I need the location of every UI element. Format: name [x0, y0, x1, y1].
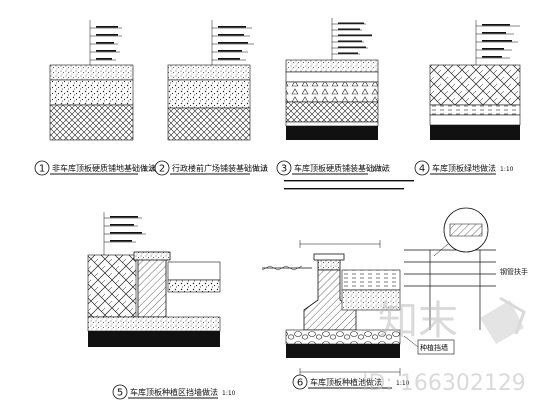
- detail-1-number-circle: [34, 160, 50, 176]
- detail-5-number-circle: [112, 384, 128, 400]
- detail-6-number: 6: [297, 378, 303, 389]
- detail-6-section: [261, 253, 401, 358]
- watermark-logo-mark: [480, 296, 526, 344]
- detail-2-section: [167, 64, 251, 141]
- detail-6-title: 车库顶板种植池做法: [310, 377, 382, 387]
- detail-4-number-circle: [414, 160, 430, 176]
- detail-3-number: 3: [281, 164, 287, 175]
- detail-3: 3 车库顶板硬质铺装基础做法 1:10: [276, 18, 414, 190]
- detail-5-section: [87, 251, 221, 347]
- handrail: [404, 249, 496, 330]
- detail-3-leader-text: [338, 22, 372, 54]
- detail-2-scale: 1:10: [254, 166, 268, 173]
- detail-2-number-circle: [154, 160, 170, 176]
- detail-4: 4 车库顶板绿地做法 1:10: [414, 20, 521, 176]
- detail-4-scale: 1:10: [500, 166, 514, 173]
- detail-1: 1 非车库顶板硬质铺地基础做法 1:10: [34, 20, 157, 176]
- detail-5: 5 车库顶板种植区挡墙做法 1:10: [87, 212, 236, 400]
- detail-5-number: 5: [117, 388, 123, 399]
- detail-4-number: 4: [419, 164, 425, 175]
- detail-1-leaders: [89, 20, 122, 65]
- detail-2: 2 行政楼前广场铺装基础做法 1:10: [154, 20, 268, 176]
- detail-3-scale: 1:10: [372, 166, 386, 173]
- watermark: 知末 ID: 166302129: [362, 296, 526, 396]
- detail-1-number: 1: [39, 164, 45, 175]
- watermark-logo-text: 知末: [378, 298, 458, 344]
- detail-3-section: [285, 59, 379, 140]
- detail-1-title: 非车库顶板硬质铺地基础做法: [52, 163, 156, 173]
- detail-2-leader-text: [218, 26, 248, 60]
- detail-1-leader-text: [96, 26, 118, 60]
- detail-5-title: 车库顶板种植区挡墙做法: [130, 387, 218, 397]
- detail-2-number: 2: [159, 164, 165, 175]
- handrail-label: 钢管扶手: [500, 267, 528, 276]
- detail-4-title: 车库顶板绿地做法: [432, 163, 496, 173]
- detail-4-section: [429, 64, 521, 140]
- detail-2-leaders: [211, 20, 254, 65]
- detail-5-leader-text: [110, 216, 142, 242]
- retaining-wall-label: 种植挡墙: [420, 343, 448, 352]
- detail-6-scale: 1:10: [396, 380, 410, 387]
- detail-1-scale: 1:10: [143, 166, 157, 173]
- detail-6: 钢管扶手 种植挡墙 6 车库顶板种植池做法 1:10: [261, 207, 528, 390]
- detail-6-number-circle: [292, 374, 308, 390]
- detail-3-title: 车库顶板硬质铺装基础做法: [294, 163, 390, 173]
- detail-5-scale: 1:10: [222, 390, 236, 397]
- watermark-id: ID: 166302129: [362, 371, 526, 396]
- retaining-wall-callout: [403, 335, 455, 355]
- detail-3-number-circle: [276, 160, 292, 176]
- detail-4-leaders: [475, 20, 520, 65]
- detail-3-note-lines: [284, 180, 414, 190]
- handrail-detail-callout: [433, 207, 489, 257]
- detail-3-leaders: [331, 18, 372, 60]
- detail-5-leaders: [103, 212, 146, 255]
- detail-4-leader-text: [482, 24, 512, 58]
- detail-1-section: [49, 64, 134, 141]
- detail-2-title: 行政楼前广场铺装基础做法: [172, 163, 268, 173]
